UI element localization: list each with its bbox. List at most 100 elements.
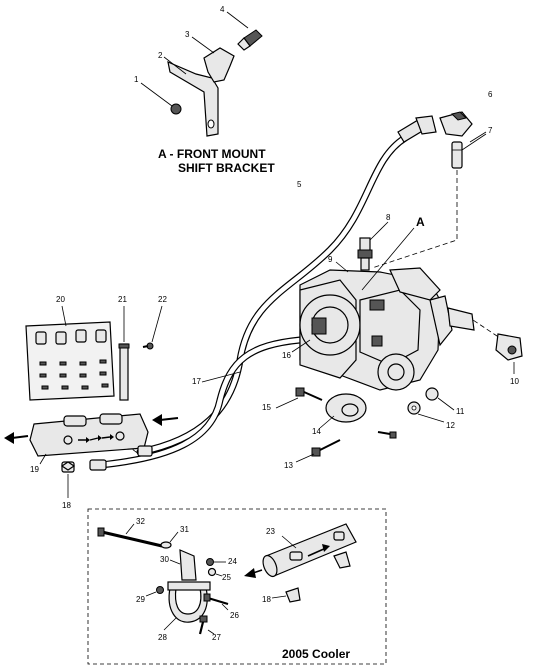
callout-32: 32 (136, 517, 145, 526)
callout-16: 16 (282, 351, 291, 360)
washer-25 (207, 567, 217, 577)
callout-14: 14 (312, 427, 321, 436)
bolt-15 (295, 387, 323, 401)
sensor-8 (357, 237, 373, 271)
leader-23 (281, 535, 297, 549)
callout-27: 27 (212, 633, 221, 642)
callout-28: 28 (158, 633, 167, 642)
callout-21: 21 (118, 295, 127, 304)
callout-31: 31 (180, 525, 189, 534)
cooler-2005-inset: 32 31 30 24 25 28 29 (87, 508, 387, 665)
bolt-13 (311, 439, 341, 457)
leader-27 (207, 629, 215, 635)
callout-4: 4 (220, 5, 225, 14)
leader-17 (201, 371, 241, 383)
hose-fittings-cooler (89, 445, 153, 471)
cooler-box-title: 2005 Cooler (282, 647, 350, 661)
screw-26 (203, 593, 229, 606)
output-flange (377, 353, 415, 391)
callout-23: 23 (266, 527, 275, 536)
dashed-route-1 (371, 170, 458, 269)
leader-12 (417, 413, 445, 423)
callout-7: 7 (488, 126, 493, 135)
transmission-housing (299, 267, 453, 391)
bracket-title-line2: SHIFT BRACKET (178, 161, 275, 175)
leader-19 (39, 453, 47, 465)
leader-20 (61, 305, 67, 327)
leader-16 (291, 339, 311, 353)
nut-29 (156, 586, 164, 594)
callout-25: 25 (222, 573, 231, 582)
leader-7 (461, 133, 487, 151)
nut-24 (206, 558, 214, 566)
cooler-23 (262, 523, 357, 578)
callout-18: 18 (62, 501, 71, 510)
cooler-19 (29, 413, 149, 457)
elbow-fitting-10 (495, 333, 523, 361)
washer-31 (160, 541, 172, 549)
callout-15: 15 (262, 403, 271, 412)
callout-18b: 18 (262, 595, 271, 604)
leader-13 (295, 453, 315, 463)
callout-8: 8 (386, 213, 391, 222)
hose-end-fitting (397, 115, 437, 143)
leader-26 (221, 603, 229, 611)
hose-17 (96, 336, 304, 469)
callout-9: 9 (328, 255, 333, 264)
leader-14 (319, 415, 335, 429)
standoff-21 (118, 343, 130, 401)
leader-11 (437, 397, 455, 411)
elbow-fitting-6 (439, 111, 473, 137)
leader-29 (145, 591, 157, 597)
callout-17: 17 (192, 377, 201, 386)
callout-30: 30 (160, 555, 169, 564)
callout-1: 1 (134, 75, 139, 84)
view-marker-arrow (361, 227, 415, 291)
washer-12 (407, 401, 421, 415)
clamp-28 (167, 581, 211, 623)
callout-11: 11 (456, 407, 465, 416)
leader-8 (369, 221, 389, 241)
flow-arrow-inset (244, 568, 263, 578)
callout-12: 12 (446, 421, 455, 430)
bracket-title-line1: A - FRONT MOUNT (158, 147, 266, 161)
fitting-7 (451, 141, 463, 169)
bracket-leader-lines (140, 11, 249, 107)
callout-13: 13 (284, 461, 293, 470)
leader-22 (151, 305, 163, 343)
view-marker-a: A (416, 215, 425, 229)
flow-arrow-out (4, 432, 29, 444)
leader-32 (125, 523, 135, 535)
callout-10: 10 (510, 377, 519, 386)
nut-11 (425, 387, 439, 401)
fitting-18-inset (285, 587, 301, 603)
leader-25 (215, 573, 223, 577)
callout-5: 5 (297, 180, 302, 189)
callout-19: 19 (30, 465, 39, 474)
leader-6 (469, 131, 487, 143)
bolt-small (377, 431, 397, 439)
bracket-30 (179, 549, 197, 581)
front-mount-shift-bracket (167, 29, 263, 137)
leader-9 (335, 261, 349, 273)
coupler-14 (325, 393, 367, 423)
leader-18b (271, 595, 287, 599)
callout-29: 29 (136, 595, 145, 604)
callout-3: 3 (185, 30, 190, 39)
elbow-fitting-inset (333, 551, 351, 569)
callout-22: 22 (158, 295, 167, 304)
callout-6: 6 (488, 90, 493, 99)
flow-arrow-in (152, 414, 179, 426)
fitting-18 (60, 461, 76, 473)
screw-27 (198, 615, 208, 635)
screw-22 (142, 342, 154, 350)
banjo-fitting (447, 307, 475, 331)
leader-28 (163, 617, 177, 631)
callout-20: 20 (56, 295, 65, 304)
bolt-32 (97, 527, 163, 548)
leader-30 (169, 559, 181, 565)
leader-31 (169, 531, 179, 543)
leader-15 (275, 397, 299, 409)
label-plate-20 (25, 321, 115, 401)
